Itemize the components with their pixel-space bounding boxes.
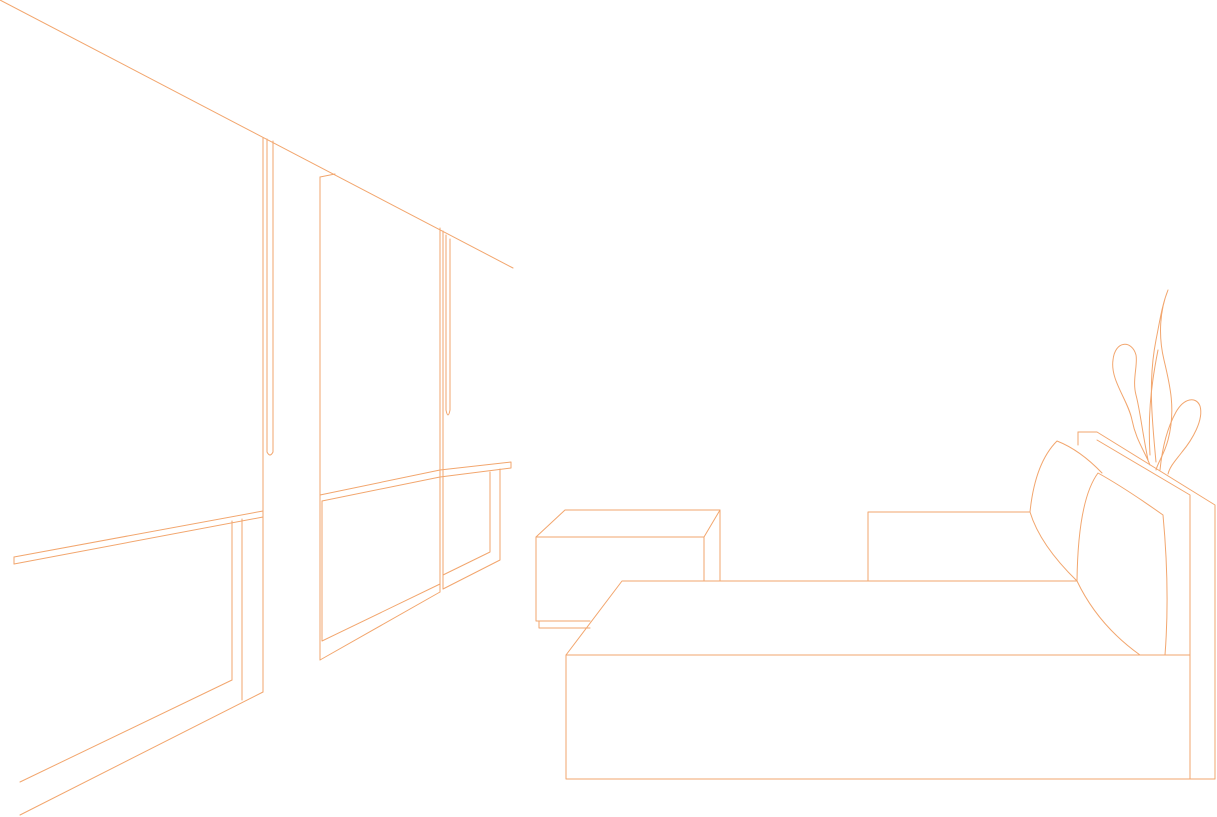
bed [565, 511, 1216, 780]
left-window-railing [13, 510, 264, 816]
sliding-door [319, 173, 451, 661]
nightstand [535, 509, 721, 629]
plant [1112, 289, 1202, 475]
pillows [1029, 440, 1168, 656]
window-pillar [262, 137, 321, 693]
ceiling-line [0, 0, 514, 269]
far-window-railing [439, 461, 512, 590]
headboard [1077, 431, 1216, 780]
